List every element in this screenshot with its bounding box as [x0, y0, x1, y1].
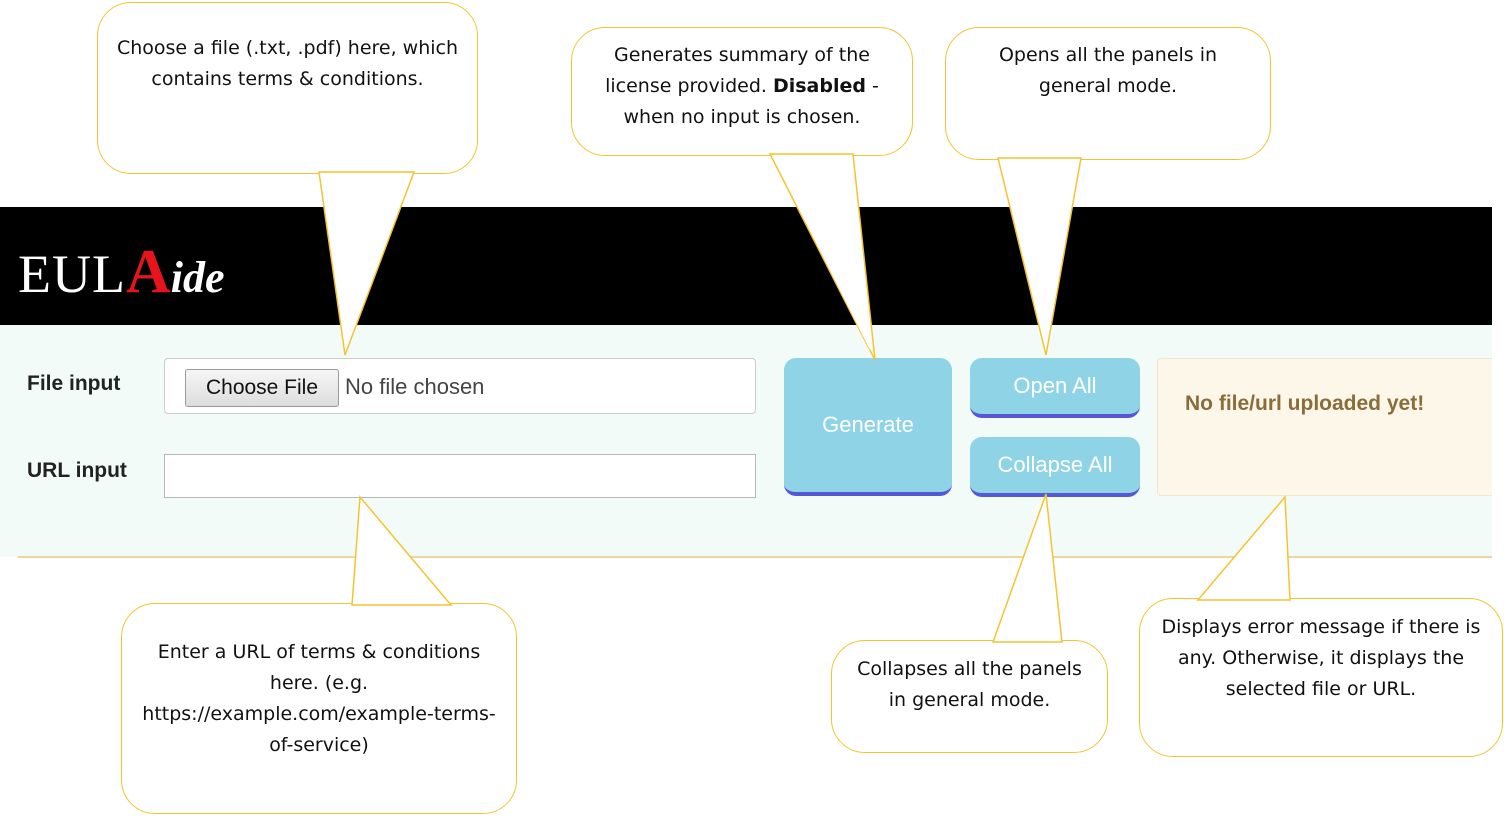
- callout-generate-text: Generates summary of the license provide…: [605, 44, 870, 97]
- callout-open-text: Opens all the panels in general mode.: [998, 44, 1218, 97]
- generate-button[interactable]: Generate: [784, 358, 952, 496]
- callout-generate: Generates summary of the license provide…: [571, 27, 913, 156]
- callout-open-all: Opens all the panels in general mode.: [945, 27, 1271, 160]
- panel-divider: [18, 556, 1492, 558]
- brand-accent-letter: A: [125, 238, 171, 306]
- status-panel: No file/url uploaded yet!: [1157, 358, 1492, 496]
- status-message: No file/url uploaded yet!: [1185, 392, 1425, 415]
- callout-status-text: Displays error message if there is any. …: [1161, 616, 1481, 700]
- brand-logo[interactable]: EULAide: [18, 237, 225, 307]
- navbar: EULAide: [0, 207, 1492, 325]
- callout-generate-emphasis: Disabled: [772, 75, 866, 97]
- brand-text: EUL: [18, 244, 126, 304]
- url-input[interactable]: [164, 454, 756, 498]
- file-status-text: No file chosen: [345, 374, 485, 399]
- callout-collapse-all: Collapses all the panels in general mode…: [831, 640, 1108, 753]
- callout-url-input: Enter a URL of terms & conditions here. …: [121, 603, 517, 814]
- file-input-label: File input: [27, 372, 121, 395]
- callout-file-input: Choose a file (.txt, .pdf) here, which c…: [97, 2, 478, 174]
- url-input-label: URL input: [27, 459, 127, 482]
- callout-status-panel: Displays error message if there is any. …: [1139, 598, 1503, 757]
- callout-collapse-text: Collapses all the panels in general mode…: [857, 658, 1082, 711]
- choose-file-button[interactable]: Choose File: [185, 369, 339, 407]
- collapse-all-button[interactable]: Collapse All: [970, 437, 1140, 497]
- callout-url-text: Enter a URL of terms & conditions here. …: [142, 641, 496, 756]
- brand-text-tail: ide: [170, 253, 225, 302]
- callout-file-text: Choose a file (.txt, .pdf) here, which c…: [116, 37, 459, 90]
- callout-generate-text-tail: - when no input is chosen.: [623, 75, 879, 128]
- file-input[interactable]: Choose File No file chosen: [164, 358, 756, 414]
- open-all-button[interactable]: Open All: [970, 358, 1140, 418]
